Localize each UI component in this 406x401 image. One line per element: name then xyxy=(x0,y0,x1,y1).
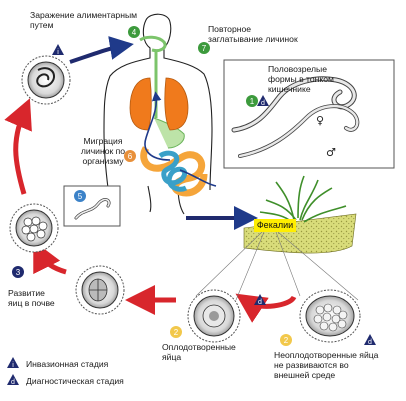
legend-diagnostic-marker: d xyxy=(7,374,19,386)
migration-path xyxy=(144,91,217,187)
egg-unfertilized xyxy=(299,289,361,343)
svg-text:4: 4 xyxy=(132,28,137,37)
intestines xyxy=(140,146,208,197)
infective-stage-marker-top: i xyxy=(52,44,64,56)
svg-text:5: 5 xyxy=(78,192,83,201)
diagnostic-stage-marker-worms: d xyxy=(257,95,269,107)
connector-lines xyxy=(195,231,359,301)
label-migration: Миграция личинок по организму xyxy=(80,136,126,166)
male-symbol: ♂ xyxy=(326,146,336,159)
female-symbol: ♀ xyxy=(316,114,324,127)
blue-arrows xyxy=(69,36,258,230)
label-infection-route: Заражение алиментарным путем xyxy=(30,10,138,30)
cycle-arrows xyxy=(4,98,297,323)
diagnostic-stage-marker-fertilized: d xyxy=(254,294,266,306)
soil-patch xyxy=(243,213,357,254)
egg-left-middle xyxy=(9,203,59,253)
step-badge-7: 7 xyxy=(198,42,210,54)
label-adult-forms: Половозрелые формы в тонком кишечнике xyxy=(268,64,334,94)
legend-infective-marker: i xyxy=(7,357,19,369)
step-badge-3: 3 xyxy=(12,266,24,278)
legend-infective-label: Инвазионная стадия xyxy=(26,359,109,369)
svg-text:d: d xyxy=(11,379,15,386)
egg-top-left xyxy=(21,55,71,105)
svg-text:d: d xyxy=(368,339,372,346)
svg-text:d: d xyxy=(261,100,265,107)
larva-box xyxy=(63,185,121,227)
human-body-outline xyxy=(103,13,213,215)
label-unfertilized-eggs: Неоплодотворенные яйца не развиваются во… xyxy=(274,350,379,380)
label-reswallow: Повторное заглатывание личинок xyxy=(208,24,298,44)
egg-bottom-left xyxy=(75,265,125,315)
step-badge-2-unfertilized: 2 xyxy=(280,334,292,346)
grass-tuft xyxy=(259,175,347,223)
label-fertilized-eggs: Оплодотворенные яйца xyxy=(162,342,236,362)
step-badge-4: 4 xyxy=(128,26,140,38)
svg-text:2: 2 xyxy=(284,336,289,345)
label-feces: Фекалии xyxy=(254,219,296,232)
legend-diagnostic-label: Диагностическая стадия xyxy=(26,376,124,386)
svg-text:3: 3 xyxy=(16,268,21,277)
svg-text:i: i xyxy=(57,49,59,56)
label-soil-development: Развитие яиц в почве xyxy=(8,288,55,308)
svg-text:7: 7 xyxy=(202,44,207,53)
step-badge-5: 5 xyxy=(74,190,86,202)
digestive-tract xyxy=(139,35,185,149)
svg-text:2: 2 xyxy=(174,328,179,337)
step-badge-2-fertilized: 2 xyxy=(170,326,182,338)
step-badge-6: 6 xyxy=(124,150,136,162)
svg-text:1: 1 xyxy=(250,97,255,106)
step-badge-1: 1 xyxy=(246,95,258,107)
svg-text:6: 6 xyxy=(128,152,133,161)
egg-fertilized xyxy=(187,289,241,343)
adult-worms-box xyxy=(223,59,395,169)
svg-text:d: d xyxy=(258,299,262,306)
diagnostic-stage-marker-unfertilized: d xyxy=(364,334,376,346)
lungs xyxy=(129,77,189,131)
svg-text:i: i xyxy=(12,362,14,369)
